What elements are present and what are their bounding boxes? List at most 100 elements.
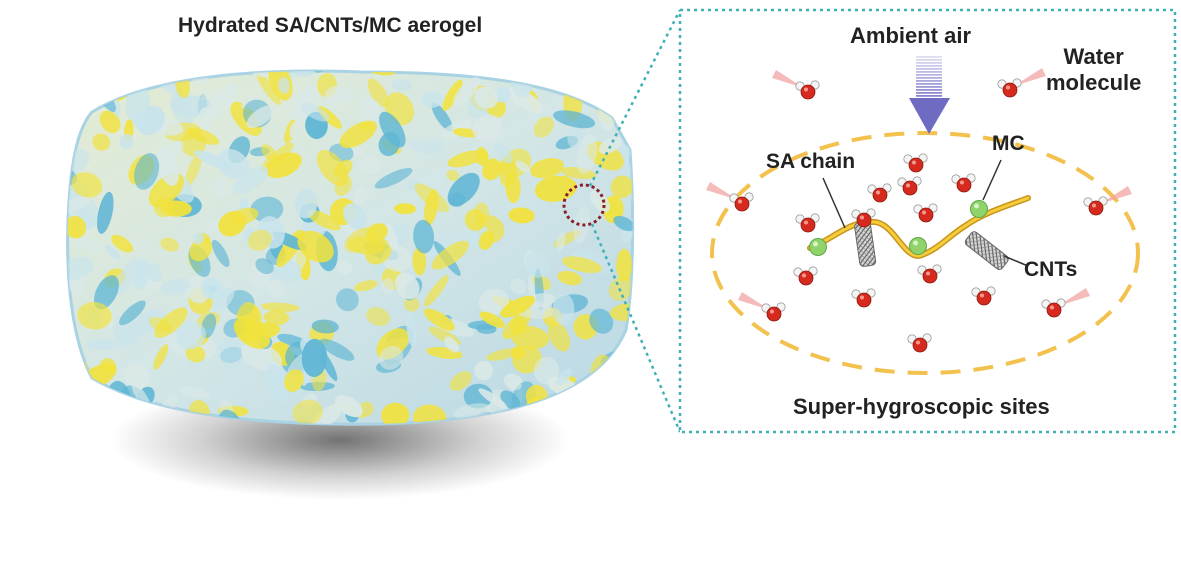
aerogel-texture-blob [70,394,108,421]
aerogel-texture-blob [556,232,566,252]
oxygen-highlight [922,210,926,215]
oxygen-atom [734,196,750,212]
oxygen-highlight [916,340,920,345]
aerogel-texture-blob [71,172,103,198]
oxygen-atom [798,270,814,286]
aerogel-texture-blob [624,105,633,124]
oxygen-highlight [860,215,864,220]
oxygen-highlight [912,160,916,165]
aerogel-texture-blob [289,121,299,139]
aerogel-texture-blob [94,275,119,310]
aerogel-texture-blob [134,153,160,190]
arrow-stripe [916,77,942,79]
aerogel-texture-blob [624,398,633,417]
aerogel-texture-blob [589,71,607,94]
aerogel-texture-blob [189,237,213,262]
aerogel-texture-blob [366,307,390,327]
aerogel-texture-blob [136,105,165,136]
aerogel-texture-blob [557,270,583,286]
ambient-air-label: Ambient air [850,23,972,48]
aerogel-texture-blob [112,71,146,78]
aerogel-texture-blob [217,149,250,179]
mc-pointer [982,159,1002,201]
aerogel-texture-blob [266,363,288,403]
aerogel-texture-blob [185,152,203,187]
water-motion-streak [1100,186,1132,204]
aerogel-texture-blob [151,71,165,79]
aerogel-texture-blob [394,203,417,215]
aerogel-texture-blob [378,132,401,157]
aerogel-texture-blob [493,143,513,164]
aerogel-texture-blob [474,360,493,381]
aerogel-texture-blob [616,248,633,282]
water-motion-streak [1014,68,1046,86]
aerogel-texture-blob [113,318,142,347]
aerogel-texture-blob [133,259,150,290]
aerogel-texture-blob [598,136,623,154]
aerogel-texture-blob [360,121,373,131]
aerogel-texture-blob [552,293,575,326]
aerogel-texture-blob [67,128,77,143]
aerogel-texture-blob [295,188,318,219]
aerogel-texture-blob [619,388,633,410]
oxygen-atom [918,207,934,223]
aerogel-texture-blob [67,196,93,216]
aerogel-texture-blob [482,158,502,181]
aerogel-texture-blob [567,127,584,150]
aerogel-texture-blob [336,261,353,274]
zoom-connector-top [588,9,682,187]
aerogel-texture-blob [524,250,551,278]
arrow-stripe [916,68,942,70]
aerogel-texture-blob [232,166,269,195]
aerogel-texture-blob [508,207,535,224]
hygroscopic-boundary [710,131,1140,375]
arrow-stripe [916,65,942,67]
aerogel-texture-blob [67,343,73,361]
aerogel-texture-blob [250,196,284,223]
aerogel-texture-blob [278,77,290,94]
aerogel-texture-blob [201,276,223,300]
oxygen-highlight [804,87,808,92]
aerogel-texture-blob [573,392,589,409]
aerogel-texture-blob [618,406,633,419]
oxygen-highlight [802,273,806,278]
mc-ball-highlight [913,240,918,246]
oxygen-highlight [860,295,864,300]
aerogel-texture-blob [160,237,179,252]
aerogel-texture-blob [562,397,587,425]
aerogel-texture-blob [555,368,572,386]
aerogel-texture-blob [113,404,131,418]
aerogel-texture-blob [86,339,120,350]
oxygen-highlight [906,183,910,188]
oxygen-atom [800,84,816,100]
oxygen-atom [956,177,972,193]
aerogel-texture-blob [610,175,633,199]
aerogel-texture-blob [412,404,447,425]
aerogel-texture-blob [589,308,614,334]
aerogel-texture-blob [486,348,520,361]
aerogel-texture-blob [448,192,466,208]
aerogel-texture-blob [472,114,502,141]
aerogel-texture-blob [510,317,528,335]
aerogel-texture-blob [494,87,511,103]
aerogel-texture-blob [553,110,596,129]
aerogel-texture-blob [119,133,134,150]
hygroscopic-sites-label: Super-hygroscopic sites [793,394,1050,419]
aerogel-texture-blob [423,308,455,331]
aerogel-texture-blob [576,134,598,175]
aerogel-texture-blob [67,353,83,371]
aerogel-texture-blob [243,227,254,242]
aerogel-texture-blob [246,105,276,129]
aerogel-texture-blob [505,172,521,204]
cnts-pointer [1003,255,1029,267]
zoom-connector-bottom [590,223,682,433]
aerogel-texture-blob [476,324,497,334]
aerogel-texture-blob [343,203,367,230]
aerogel-texture-blob [307,209,341,231]
aerogel-texture-blob [309,403,343,425]
aerogel-texture-blob [619,71,633,80]
aerogel-title: Hydrated SA/CNTs/MC aerogel [178,14,483,37]
mc-ball [909,237,927,255]
water-motion-streak [772,70,804,88]
